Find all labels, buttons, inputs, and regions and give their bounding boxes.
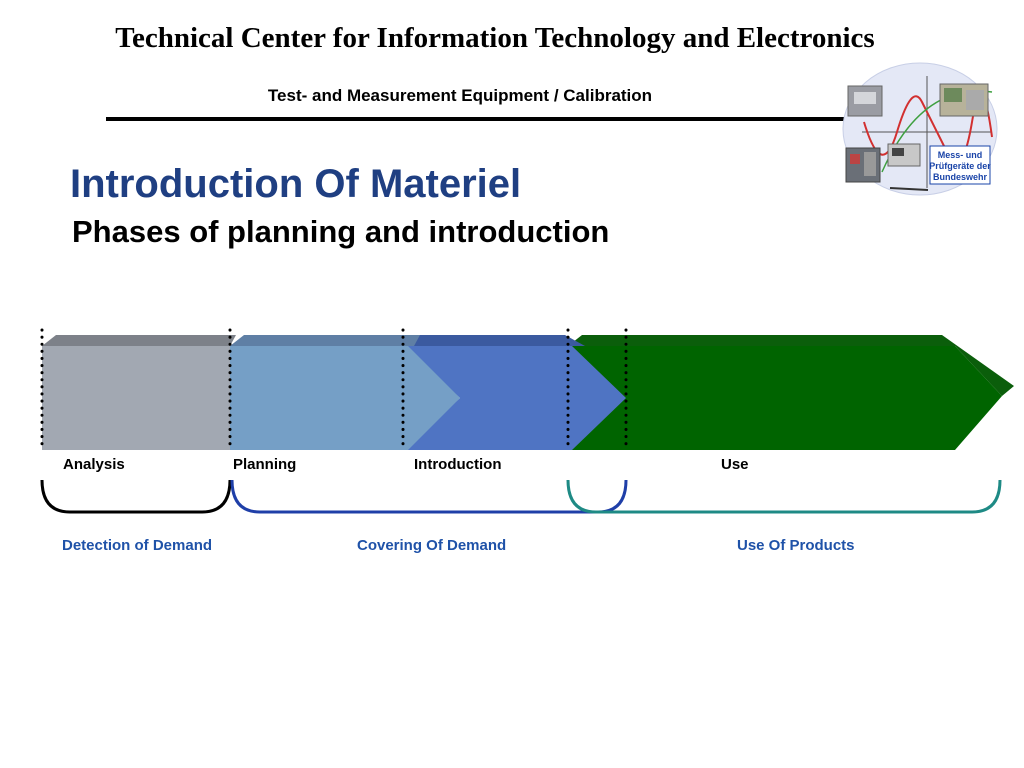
phase-label-planning: Planning — [233, 456, 297, 473]
group-label-use-of-products: Use Of Products — [737, 537, 855, 554]
bracket-use-of-products — [566, 479, 1002, 514]
bracket-covering-of-demand — [230, 479, 628, 514]
group-label-detection-of-demand: Detection of Demand — [62, 537, 213, 554]
organization-title: Technical Center for Information Technol… — [115, 22, 875, 54]
phase-label-use: Use — [721, 456, 749, 473]
phase-label-introduction: Introduction — [414, 456, 502, 473]
phase-label-analysis: Analysis — [63, 456, 125, 473]
logo-text-line2: Prüfgeräte der — [929, 161, 991, 171]
department-title: Test- and Measurement Equipment / Calibr… — [267, 86, 653, 105]
phase-introduction-block — [403, 346, 626, 450]
phase-analysis-block — [42, 346, 230, 450]
group-label-covering-of-demand: Covering Of Demand — [357, 537, 507, 554]
slide-subtitle: Phases of planning and introduction — [72, 214, 610, 249]
phase-planning-top — [230, 335, 420, 346]
phase-use-arrow — [568, 346, 1002, 450]
phase-analysis-top — [42, 335, 236, 346]
bracket-detection-of-demand — [40, 479, 232, 514]
measurement-equipment-logo: Mess- und Prüfgeräte der Bundeswehr — [842, 62, 998, 196]
logo-text-line3: Bundeswehr — [933, 172, 988, 182]
phase-introduction-top — [403, 335, 585, 346]
slide-title: Introduction Of Materiel — [70, 162, 522, 206]
header-divider — [106, 117, 846, 121]
logo-text-line1: Mess- und — [938, 150, 983, 160]
phase-use-arrow-top — [568, 335, 1014, 396]
